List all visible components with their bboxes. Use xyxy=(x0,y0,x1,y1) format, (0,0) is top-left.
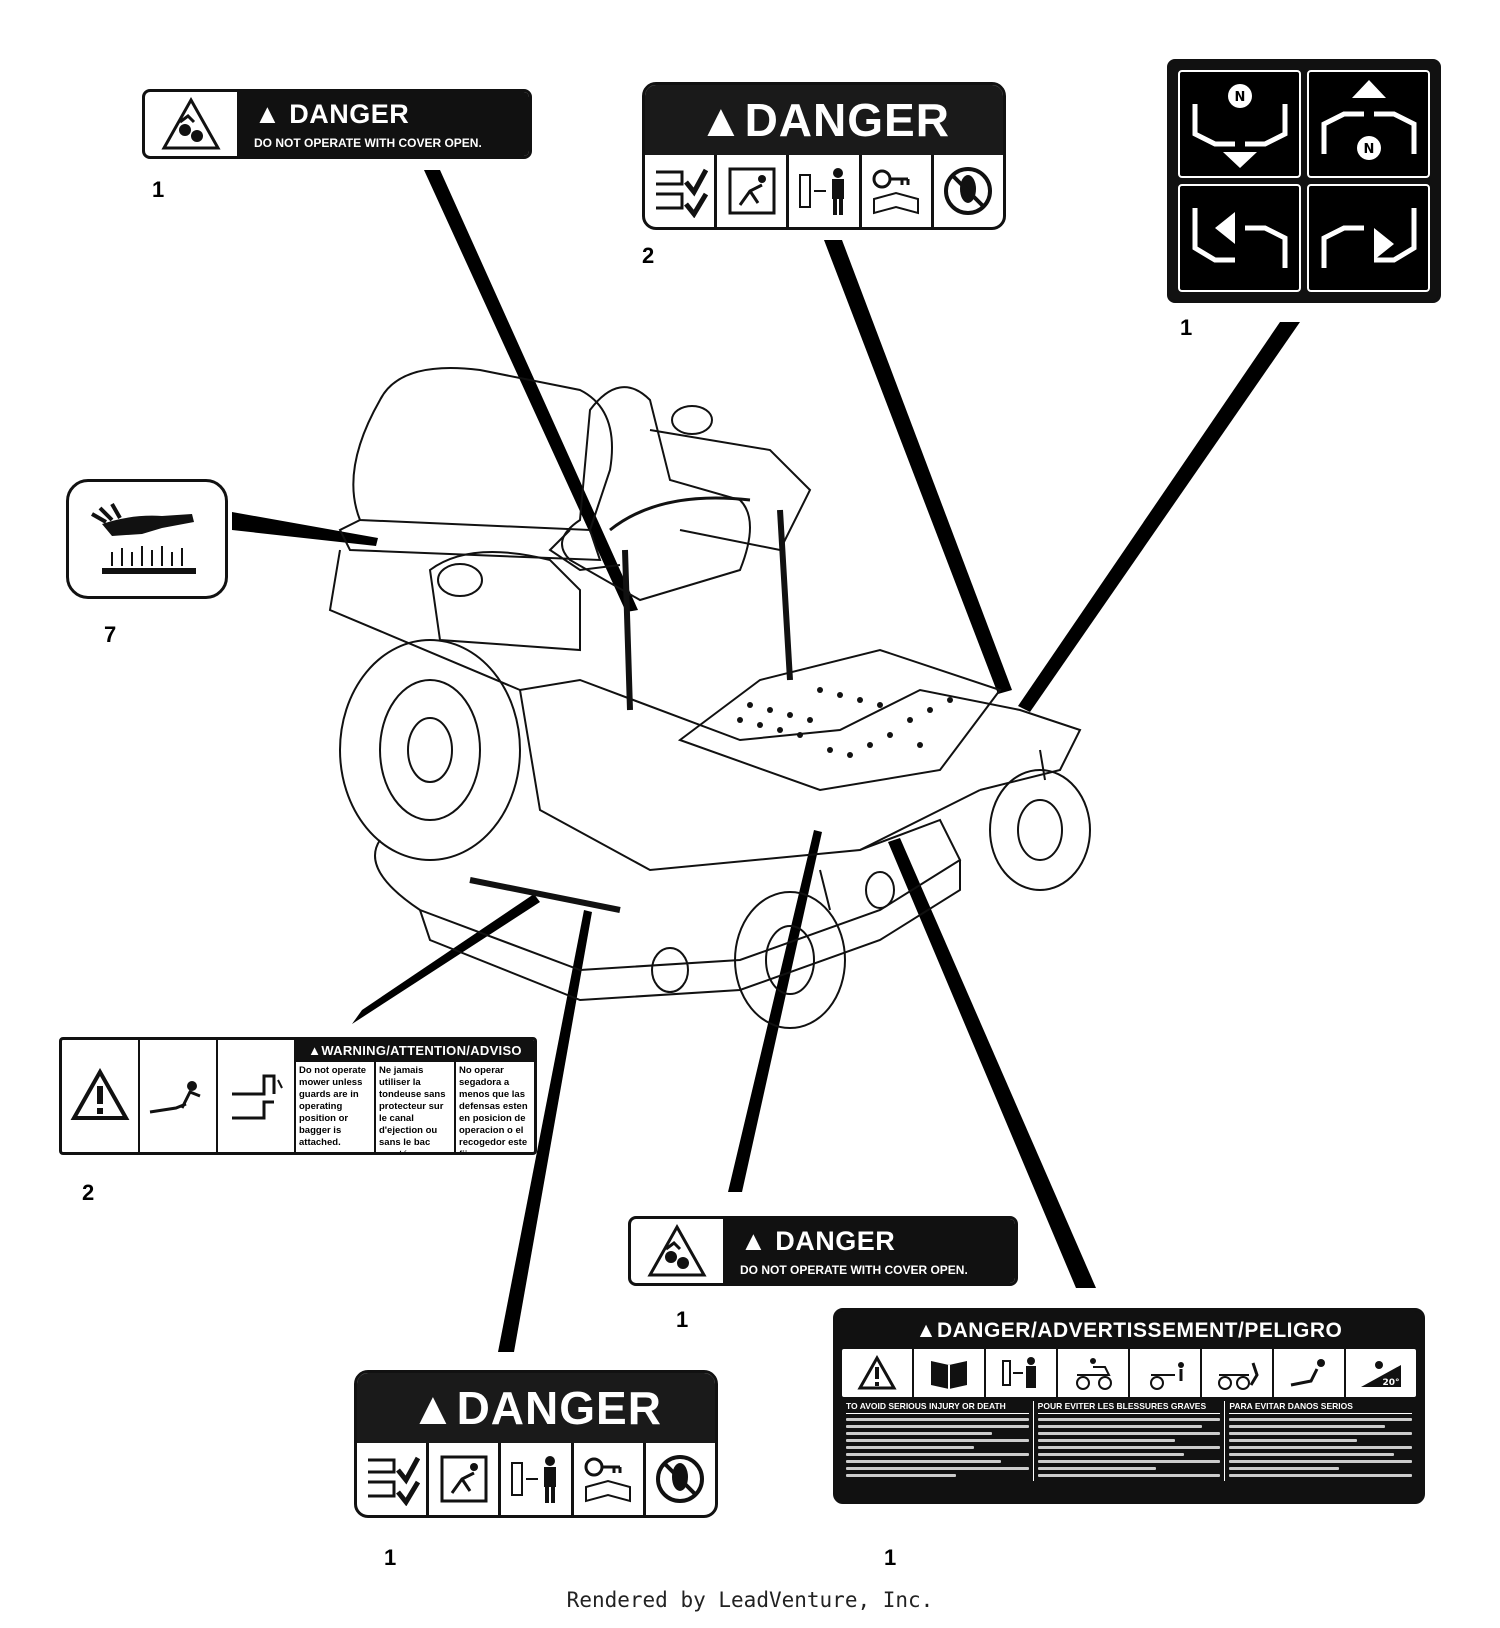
decal-danger-trilingual: ▲DANGER/ADVERTISSEMENT/PELIGRO 20° TO AV… xyxy=(833,1308,1425,1504)
callout-number: 1 xyxy=(884,1545,897,1570)
thrown-object-icon xyxy=(717,155,790,227)
danger-subtext: DO NOT OPERATE WITH COVER OPEN. xyxy=(740,1262,968,1277)
no-children-icon xyxy=(1130,1349,1202,1397)
danger-heading: ▲ DANGER xyxy=(254,98,410,129)
decal-motion-control: N N xyxy=(1167,59,1441,303)
column-heading: TO AVOID SERIOUS INJURY OR DEATH xyxy=(846,1401,1029,1414)
blade-hazard-icon xyxy=(645,155,718,227)
leader-line xyxy=(1018,322,1300,712)
thrown-object-icon xyxy=(429,1443,502,1515)
column-french: POUR EVITER LES BLESSURES GRAVES xyxy=(1034,1401,1226,1481)
keep-distance-icon xyxy=(501,1443,574,1515)
callout-number: 2 xyxy=(82,1180,95,1205)
warning-text-spanish: No operar segadora a menos que las defen… xyxy=(459,1065,528,1155)
leader-line xyxy=(352,894,540,1024)
neutral-label: N xyxy=(1363,142,1374,157)
no-passengers-icon xyxy=(1058,1349,1130,1397)
column-heading: PARA EVITAR DANOS SERIOS xyxy=(1229,1401,1413,1414)
no-feet-icon xyxy=(646,1443,715,1515)
callout-number: 1 xyxy=(1180,315,1193,340)
keep-distance-icon xyxy=(986,1349,1058,1397)
hot-surface-icon xyxy=(91,503,196,574)
manual-icon xyxy=(914,1349,986,1397)
decal-danger-big-top: ▲DANGER xyxy=(642,82,1006,230)
leader-line xyxy=(824,240,1012,694)
thrown-object-icon xyxy=(1274,1349,1346,1397)
decal-danger-cover-open-bottom: ▲ DANGER DO NOT OPERATE WITH COVER OPEN. xyxy=(628,1216,1018,1286)
warning-text-french: Ne jamais utiliser la tondeuse sans prot… xyxy=(376,1062,456,1152)
remove-key-manual-icon xyxy=(574,1443,646,1515)
turn-right-icon xyxy=(1307,184,1430,292)
leader-line xyxy=(728,830,822,1192)
danger-heading: ▲DANGER xyxy=(357,1373,715,1443)
decal-danger-cover-open-top: ▲ DANGER DO NOT OPERATE WITH COVER OPEN. xyxy=(142,89,532,159)
leader-line xyxy=(498,910,592,1352)
warning-heading: ▲WARNING/ATTENTION/ADVISO xyxy=(296,1040,534,1062)
warning-text-english: Do not operate mower unless guards are i… xyxy=(296,1062,376,1152)
danger-subtext: DO NOT OPERATE WITH COVER OPEN. xyxy=(254,135,482,150)
callout-number: 7 xyxy=(104,622,117,647)
decal-hot-surface xyxy=(66,479,228,599)
callout-number: 1 xyxy=(384,1545,397,1570)
remove-key-manual-icon xyxy=(862,155,934,227)
danger-trilingual-heading: ▲DANGER/ADVERTISSEMENT/PELIGRO xyxy=(915,1319,1343,1342)
callout-number: 1 xyxy=(152,177,165,202)
forward-icon: N xyxy=(1307,70,1430,178)
mower-illustration xyxy=(328,367,1091,1029)
column-spanish: PARA EVITAR DANOS SERIOS xyxy=(1225,1401,1416,1481)
decal-danger-big-bottom: ▲DANGER xyxy=(354,1370,718,1518)
callout-number: 1 xyxy=(676,1307,689,1332)
decal-warning-trilingual: ▲WARNING/ATTENTION/ADVISO Do not operate… xyxy=(59,1037,537,1155)
neutral-label: N xyxy=(1234,90,1245,105)
thrown-object-icon xyxy=(140,1040,218,1152)
entanglement-hazard-icon xyxy=(631,1219,726,1283)
warning-icon xyxy=(62,1040,140,1152)
blade-hazard-icon xyxy=(357,1443,430,1515)
slope-icon: 20° xyxy=(1346,1349,1416,1397)
leader-line xyxy=(232,512,378,546)
column-heading: POUR EVITER LES BLESSURES GRAVES xyxy=(1037,1401,1221,1414)
danger-heading: ▲DANGER xyxy=(645,85,1003,155)
column-english: TO AVOID SERIOUS INJURY OR DEATH xyxy=(842,1401,1034,1481)
no-feet-icon xyxy=(934,155,1003,227)
leader-line xyxy=(888,838,1096,1288)
neutral-reverse-icon: N xyxy=(1178,70,1301,178)
leader-line xyxy=(424,170,638,612)
danger-heading: ▲ DANGER xyxy=(740,1225,896,1256)
keep-distance-icon xyxy=(789,155,862,227)
slope-label: 20° xyxy=(1382,1378,1399,1388)
footer-credit: Rendered by LeadVenture, Inc. xyxy=(566,1588,934,1612)
warning-icon xyxy=(842,1349,914,1397)
entanglement-hazard-icon xyxy=(145,92,240,156)
backing-hazard-icon xyxy=(1202,1349,1274,1397)
callout-number: 2 xyxy=(642,243,655,268)
turn-left-icon xyxy=(1178,184,1301,292)
guard-bagger-icon xyxy=(218,1040,296,1152)
